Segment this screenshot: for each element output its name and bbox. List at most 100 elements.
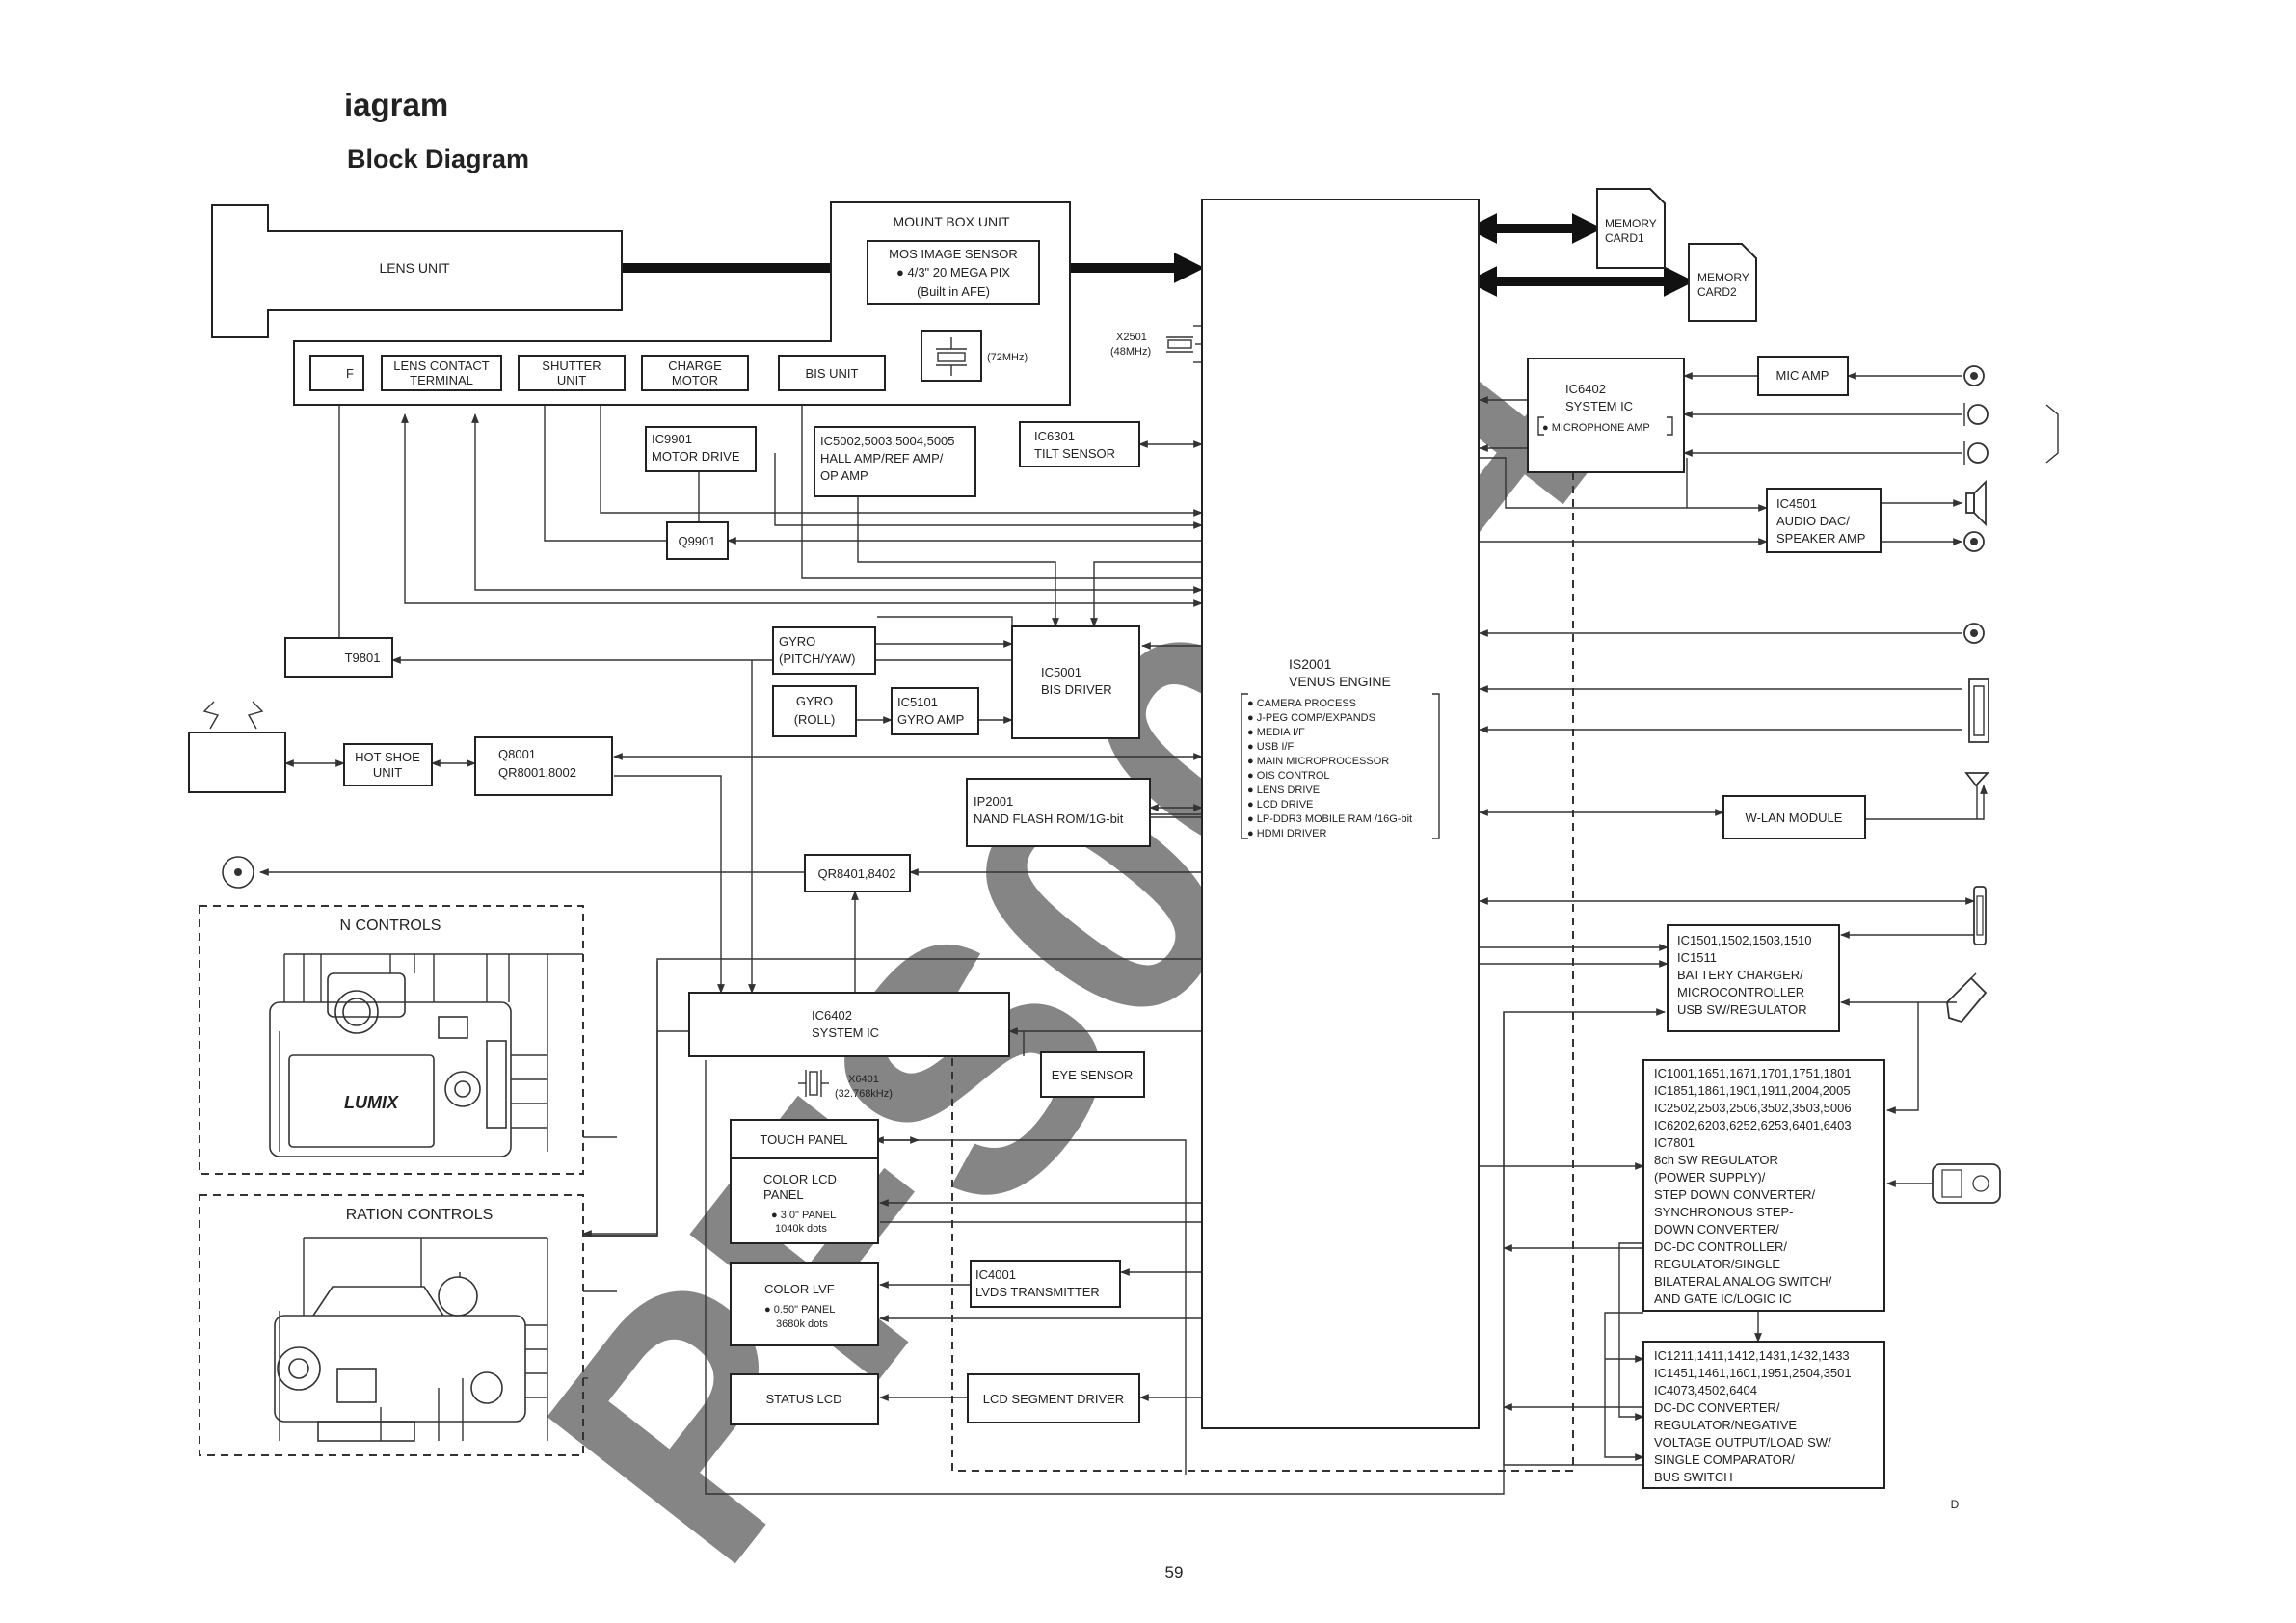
svg-text:IC1501,1502,1503,1510: IC1501,1502,1503,1510: [1677, 933, 1812, 947]
svg-text:VENUS ENGINE: VENUS ENGINE: [1289, 674, 1391, 689]
ic4001-lvds: IC4001 LVDS TRANSMITTER: [970, 1260, 1121, 1308]
lens-unit: LENS UNIT: [211, 204, 623, 338]
remote-jack-icon: [1963, 623, 1985, 644]
svg-text:MEMORY: MEMORY: [1697, 271, 1749, 284]
svg-text:(32.768kHz): (32.768kHz): [835, 1088, 893, 1100]
svg-text:IC1451,1461,1601,1951,2504,350: IC1451,1461,1601,1951,2504,3501: [1654, 1366, 1852, 1380]
svg-text:REGULATOR/SINGLE: REGULATOR/SINGLE: [1654, 1257, 1780, 1271]
svg-text:BIS DRIVER: BIS DRIVER: [1041, 682, 1112, 697]
svg-text:BUS SWITCH: BUS SWITCH: [1654, 1470, 1733, 1484]
svg-text:● LENS DRIVE: ● LENS DRIVE: [1247, 785, 1320, 796]
svg-text:● CAMERA PROCESS: ● CAMERA PROCESS: [1247, 698, 1356, 709]
wlan-module: W-LAN MODULE: [1722, 795, 1866, 839]
svg-text:● 4/3" 20 MEGA PIX: ● 4/3" 20 MEGA PIX: [896, 265, 1010, 279]
svg-text:X2501: X2501: [1116, 332, 1147, 343]
mic-jack-icon: [1963, 365, 1985, 386]
svg-text:MEMORY: MEMORY: [1605, 217, 1657, 230]
svg-text:IC5001: IC5001: [1041, 665, 1081, 679]
svg-text:GYRO AMP: GYRO AMP: [897, 712, 964, 727]
ic4501-audio-dac: IC4501 AUDIO DAC/ SPEAKER AMP: [1766, 488, 1882, 553]
svg-text:AUDIO DAC/: AUDIO DAC/: [1776, 514, 1850, 528]
corner-mark: D: [1951, 1498, 1960, 1511]
lcd-segment-driver: LCD SEGMENT DRIVER: [967, 1373, 1140, 1423]
svg-text:USB SW/REGULATOR: USB SW/REGULATOR: [1677, 1002, 1807, 1017]
svg-text:SYSTEM IC: SYSTEM IC: [1565, 399, 1633, 413]
svg-text:T9801: T9801: [345, 651, 381, 665]
svg-text:X6401: X6401: [848, 1074, 879, 1085]
svg-text:IC1851,1861,1901,1911,2004,200: IC1851,1861,1901,1911,2004,2005: [1654, 1083, 1851, 1098]
svg-text:IS2001: IS2001: [1289, 656, 1332, 672]
svg-text:IC4073,4502,6404: IC4073,4502,6404: [1654, 1383, 1757, 1397]
camera-top-icon: [274, 1237, 548, 1442]
svg-text:NAND FLASH ROM/1G-bit: NAND FLASH ROM/1G-bit: [974, 812, 1124, 826]
svg-text:IC1001,1651,1671,1701,1751,180: IC1001,1651,1671,1701,1751,1801: [1654, 1066, 1852, 1080]
q8001: Q8001 QR8001,8002: [474, 736, 613, 796]
svg-text:IC9901: IC9901: [652, 432, 692, 446]
ic6402-system-ic: IC6402 SYSTEM IC: [688, 992, 1010, 1057]
svg-text:(48MHz): (48MHz): [1110, 346, 1151, 358]
svg-text:BATTERY CHARGER/: BATTERY CHARGER/: [1677, 968, 1803, 982]
svg-text:● 3.0" PANEL: ● 3.0" PANEL: [771, 1210, 836, 1221]
svg-text:GYRO: GYRO: [779, 634, 815, 649]
svg-text:DOWN CONVERTER/: DOWN CONVERTER/: [1654, 1222, 1779, 1237]
battery-icon: [1946, 972, 1988, 1024]
ic1211-dc-dc: IC1211,1411,1412,1431,1432,1433 IC1451,1…: [1642, 1341, 1885, 1489]
eye-sensor: EYE SENSOR: [1040, 1051, 1145, 1098]
svg-text:W-LAN MODULE: W-LAN MODULE: [1746, 811, 1843, 825]
svg-text:● J-PEG COMP/EXPANDS: ● J-PEG COMP/EXPANDS: [1247, 712, 1375, 724]
svg-text:LCD SEGMENT DRIVER: LCD SEGMENT DRIVER: [983, 1392, 1124, 1406]
svg-text:IC4001: IC4001: [975, 1267, 1016, 1282]
svg-text:IC5101: IC5101: [897, 695, 938, 709]
gyro-roll: GYRO (ROLL): [772, 685, 857, 737]
ic1501-battery-charger: IC1501,1502,1503,1510 IC1511 BATTERY CHA…: [1667, 924, 1840, 1032]
status-lcd: STATUS LCD: [730, 1373, 879, 1425]
ic6301-tilt-sensor: IC6301 TILT SENSOR: [1019, 421, 1140, 467]
svg-text:EYE SENSOR: EYE SENSOR: [1052, 1068, 1134, 1082]
x6401-crystal: X6401 (32.768kHz): [798, 1070, 893, 1100]
svg-text:● MICROPHONE AMP: ● MICROPHONE AMP: [1542, 422, 1650, 434]
svg-text:1040k dots: 1040k dots: [775, 1223, 827, 1235]
svg-text:● USB I/F: ● USB I/F: [1247, 741, 1294, 753]
svg-text:LENS CONTACT: LENS CONTACT: [393, 359, 489, 373]
svg-text:VOLTAGE OUTPUT/LOAD SW/: VOLTAGE OUTPUT/LOAD SW/: [1654, 1435, 1831, 1450]
svg-text:COLOR LVF: COLOR LVF: [764, 1282, 835, 1296]
svg-text:RATION CONTROLS: RATION CONTROLS: [346, 1207, 494, 1223]
svg-text:(ROLL): (ROLL): [794, 712, 836, 727]
svg-text:MICROCONTROLLER: MICROCONTROLLER: [1677, 985, 1804, 999]
flash-icon: [188, 701, 286, 793]
svg-text:UNIT: UNIT: [373, 765, 402, 780]
svg-text:MOTOR DRIVE: MOTOR DRIVE: [652, 449, 740, 464]
ration-controls-panel: RATION CONTROLS: [199, 1194, 657, 1456]
svg-text:8ch SW REGULATOR: 8ch SW REGULATOR: [1654, 1153, 1778, 1167]
svg-text:3680k dots: 3680k dots: [776, 1318, 828, 1330]
svg-text:TILT SENSOR: TILT SENSOR: [1034, 446, 1115, 461]
svg-text:● MAIN MICROPROCESSOR: ● MAIN MICROPROCESSOR: [1247, 756, 1389, 767]
svg-text:MOTOR: MOTOR: [672, 373, 718, 387]
antenna-icon: [1964, 772, 1990, 819]
gyro-pitch-yaw: GYRO (PITCH/YAW): [772, 626, 876, 675]
ic9901-motor-drive: IC9901 MOTOR DRIVE: [645, 426, 757, 472]
svg-text:● HDMI DRIVER: ● HDMI DRIVER: [1247, 828, 1326, 839]
mos-image-sensor: MOS IMAGE SENSOR ● 4/3" 20 MEGA PIX (Bui…: [867, 240, 1040, 305]
svg-text:STATUS LCD: STATUS LCD: [766, 1392, 842, 1406]
t9801: T9801: [284, 637, 393, 678]
svg-text:(Built in AFE): (Built in AFE): [917, 284, 990, 299]
svg-text:IC1211,1411,1412,1431,1432,143: IC1211,1411,1412,1431,1432,1433: [1654, 1348, 1850, 1363]
svg-text:BIS UNIT: BIS UNIT: [806, 366, 859, 381]
ic5002-hall-amp: IC5002,5003,5004,5005 HALL AMP/REF AMP/ …: [814, 426, 976, 497]
svg-text:QR8001,8002: QR8001,8002: [498, 765, 576, 780]
svg-text:● OIS CONTROL: ● OIS CONTROL: [1247, 770, 1330, 782]
svg-text:TERMINAL: TERMINAL: [410, 373, 473, 387]
svg-text:IC6402: IC6402: [1565, 382, 1606, 396]
svg-text:● LP-DDR3 MOBILE RAM /16G-bit: ● LP-DDR3 MOBILE RAM /16G-bit: [1247, 813, 1412, 825]
svg-text:QR8401,8402: QR8401,8402: [818, 866, 896, 881]
svg-text:LENS UNIT: LENS UNIT: [379, 260, 450, 276]
battery-grip-icon: [1932, 1163, 2001, 1204]
svg-text:● 0.50" PANEL: ● 0.50" PANEL: [764, 1304, 835, 1316]
svg-text:IC6402: IC6402: [812, 1008, 852, 1023]
svg-text:MOUNT BOX UNIT: MOUNT BOX UNIT: [893, 214, 1010, 229]
microphone-l-icon: [1963, 403, 1989, 426]
headphone-jack-icon: [1963, 531, 1985, 552]
touch-panel-color-lcd: TOUCH PANEL COLOR LCD PANEL ● 3.0" PANEL…: [730, 1119, 879, 1244]
